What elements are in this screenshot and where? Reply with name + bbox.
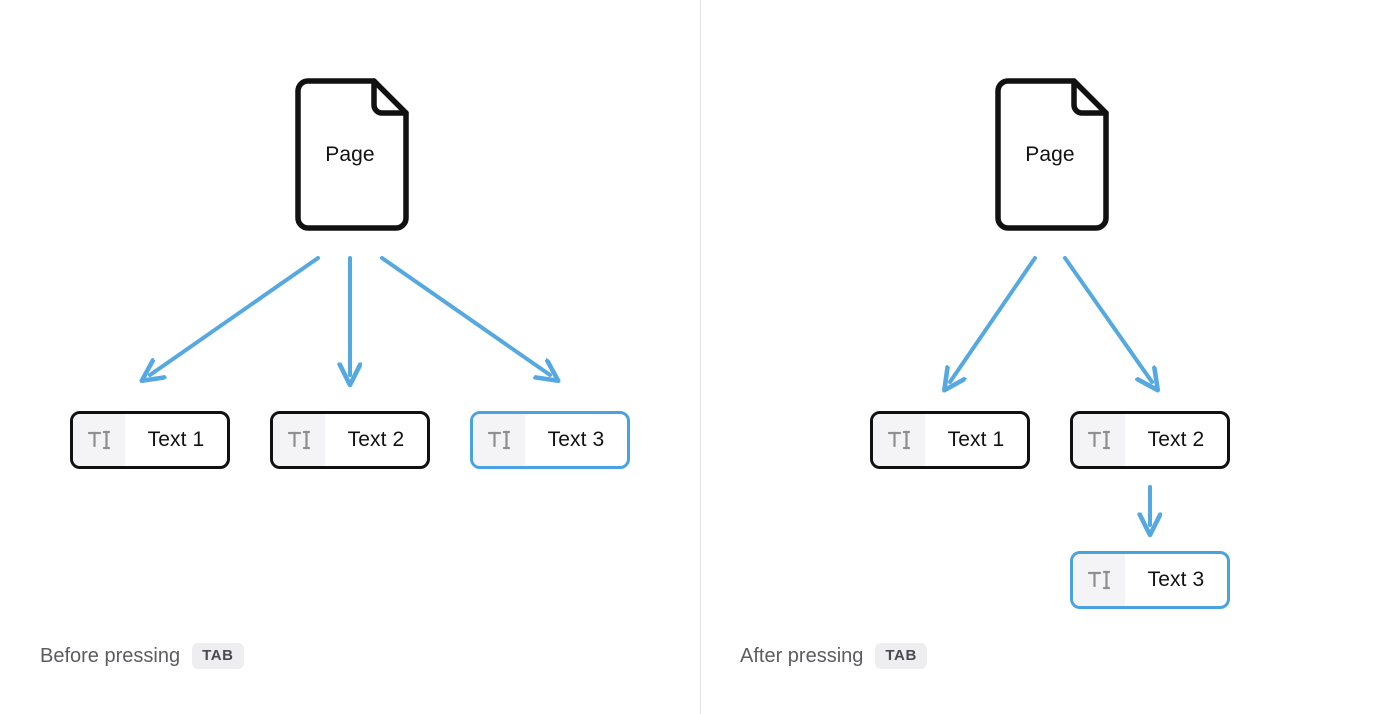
text-node-label: Text 1 [147, 428, 205, 451]
after-caption-text: After pressing [740, 644, 864, 667]
page-document-icon [295, 78, 409, 231]
before-caption-text: Before pressing [40, 644, 181, 667]
text-node-text1[interactable]: Text 1 [870, 411, 1030, 469]
text-cursor-icon [273, 414, 325, 466]
panel-divider [700, 0, 701, 714]
text-cursor-icon [1073, 554, 1125, 606]
arrow-page-to-text2 [1063, 256, 1152, 382]
text-node-text2[interactable]: Text 2 [270, 411, 430, 469]
text-cursor-icon [873, 414, 925, 466]
text-cursor-icon [473, 414, 525, 466]
page-node[interactable]: Page [990, 77, 1110, 232]
page-label: Page [1025, 142, 1075, 166]
page-label: Page [325, 142, 375, 166]
text-node-text1[interactable]: Text 1 [70, 411, 230, 469]
page-node[interactable]: Page [290, 77, 410, 232]
text-cursor-icon [1073, 414, 1125, 466]
arrow-page-to-text3 [380, 256, 550, 375]
text-node-label: Text 3 [547, 428, 605, 451]
page-document-icon [995, 78, 1109, 231]
text-node-text3[interactable]: Text 3 [470, 411, 630, 469]
text-node-label: Text 2 [1147, 428, 1205, 451]
before-panel: Page Text 1 [40, 77, 630, 669]
arrow-page-to-text1 [950, 256, 1037, 382]
after-panel: Page Text 1 [700, 0, 1400, 714]
before-caption: Before pressing TAB [40, 643, 244, 669]
tab-key-badge: TAB [875, 643, 927, 669]
text-node-label: Text 2 [347, 428, 405, 451]
after-caption: After pressing TAB [740, 643, 927, 669]
text-node-label: Text 1 [947, 428, 1005, 451]
text-node-text3[interactable]: Text 3 [1070, 551, 1230, 609]
text-node-text2[interactable]: Text 2 [1070, 411, 1230, 469]
text-cursor-icon [73, 414, 125, 466]
tab-key-badge: TAB [192, 643, 244, 669]
text-node-label: Text 3 [1147, 568, 1205, 591]
arrow-page-to-text1 [150, 256, 320, 375]
